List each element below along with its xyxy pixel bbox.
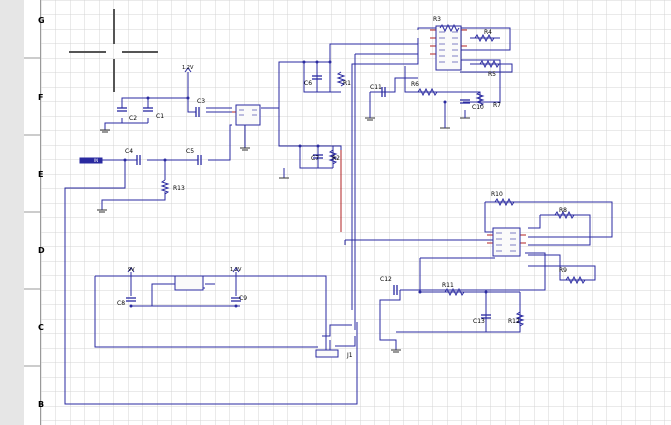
net-label-top: 1.2V <box>182 65 194 71</box>
row-label-c: C <box>38 323 44 332</box>
ref-c9[interactable]: C9 <box>239 295 247 302</box>
resistor-r12 <box>515 311 525 327</box>
ref-c3[interactable]: C3 <box>197 98 205 105</box>
ic-regulator[interactable] <box>174 275 204 291</box>
grid-background <box>41 0 671 425</box>
ref-r12[interactable]: R12 <box>508 318 520 325</box>
net-label-mid-right: 1.2V <box>230 267 242 273</box>
ref-c12[interactable]: C12 <box>380 276 392 283</box>
ref-c5[interactable]: C5 <box>186 148 194 155</box>
ref-r2[interactable]: R2 <box>332 155 340 162</box>
ref-c1[interactable]: C1 <box>156 113 164 120</box>
resistor-r1 <box>336 71 346 87</box>
ref-c11[interactable]: C11 <box>370 84 382 91</box>
resistor-r11 <box>444 287 465 297</box>
border-ticks <box>24 57 40 367</box>
pin-stubs <box>232 29 526 244</box>
resistor-r2 <box>328 149 338 165</box>
resistor-r9 <box>565 275 586 285</box>
ref-c2[interactable]: C2 <box>129 115 137 122</box>
junction-dots <box>123 60 488 308</box>
capacitor-symbols <box>117 75 491 319</box>
ref-j1[interactable]: J1 <box>346 352 353 359</box>
resistor-r6 <box>417 87 438 97</box>
row-label-d: D <box>38 246 45 255</box>
resistor-r7 <box>475 91 485 107</box>
ref-r1[interactable]: R1 <box>343 80 351 87</box>
ref-c8[interactable]: C8 <box>117 300 125 307</box>
ref-r7[interactable]: R7 <box>493 102 501 109</box>
ref-r13[interactable]: R13 <box>173 185 185 192</box>
row-label-f: F <box>38 93 43 102</box>
crosshair-cursor-icon <box>69 9 158 92</box>
net-label-input: IN <box>94 158 98 163</box>
ref-r11[interactable]: R11 <box>442 282 454 289</box>
ref-r6[interactable]: R6 <box>411 81 419 88</box>
ref-r9[interactable]: R9 <box>559 267 567 274</box>
resistor-r3 <box>439 23 460 33</box>
net-label-mid-left: 9V <box>128 267 135 273</box>
ic-opamp-bottom[interactable] <box>492 227 521 257</box>
ic-pin-ticks <box>239 31 516 252</box>
ref-c13[interactable]: C13 <box>473 318 485 325</box>
resistor-r4 <box>474 33 495 43</box>
row-label-b: B <box>38 400 44 409</box>
ref-r4[interactable]: R4 <box>484 29 492 36</box>
ref-c6[interactable]: C6 <box>304 80 312 87</box>
power-symbols <box>127 67 240 273</box>
input-port[interactable] <box>79 157 103 164</box>
resistor-r5 <box>479 59 500 69</box>
ref-r8[interactable]: R8 <box>559 207 567 214</box>
ref-c10[interactable]: C10 <box>472 104 484 111</box>
ref-c7[interactable]: C7 <box>311 155 319 162</box>
resistor-symbols <box>160 23 586 327</box>
resistor-r8 <box>554 210 575 220</box>
ref-r3[interactable]: R3 <box>433 16 441 23</box>
ic-opamp-top[interactable] <box>435 25 462 71</box>
ref-c4[interactable]: C4 <box>125 148 133 155</box>
connector-j1[interactable] <box>315 349 339 358</box>
resistor-r10 <box>494 197 515 207</box>
resistor-r13 <box>160 179 170 195</box>
ref-r10[interactable]: R10 <box>491 191 503 198</box>
ref-r5[interactable]: R5 <box>488 71 496 78</box>
row-label-g: G <box>38 16 45 25</box>
row-label-e: E <box>38 170 43 179</box>
